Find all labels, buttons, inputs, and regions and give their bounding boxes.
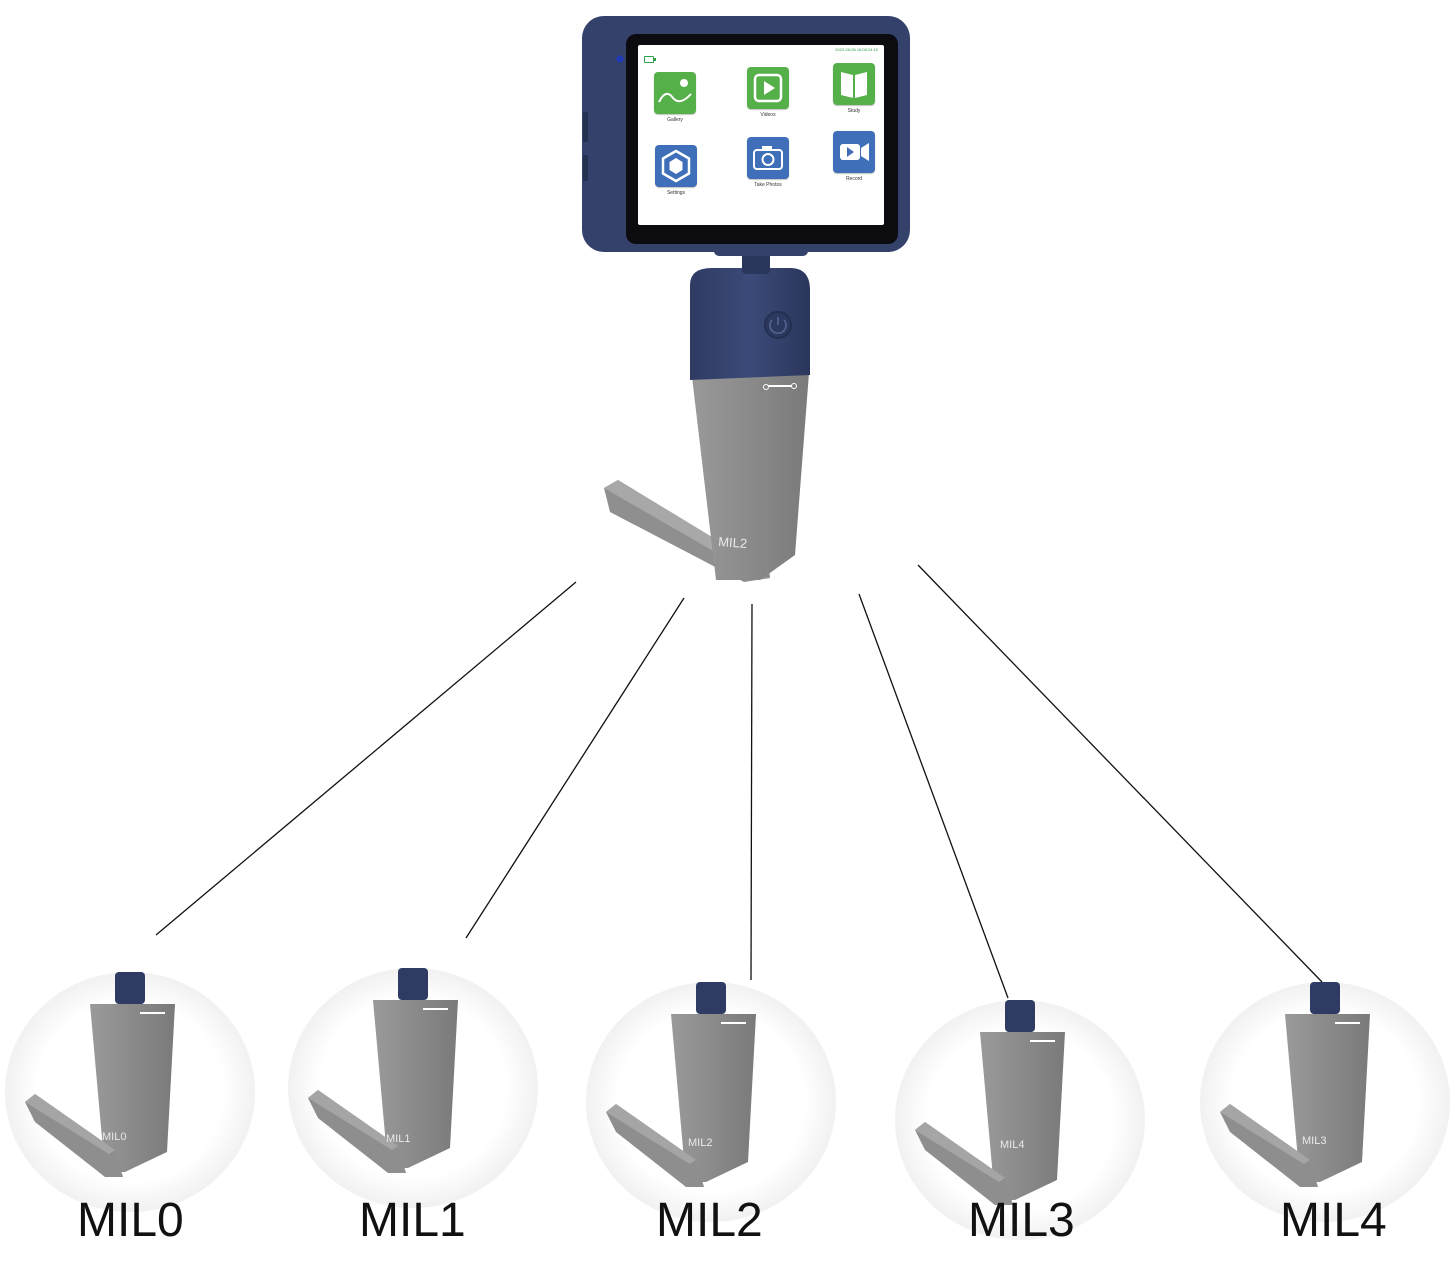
main-blade-handle: [690, 360, 810, 580]
app-videos[interactable]: Videos: [738, 67, 798, 118]
connector-line-mil0: [155, 581, 577, 936]
app-label: Settings: [666, 190, 686, 196]
camera-icon: [747, 137, 789, 179]
blade-marking: MIL1: [386, 1133, 410, 1145]
connector-lines: [155, 564, 1323, 999]
app-take-photos[interactable]: Take Photos: [738, 137, 798, 188]
connector-line-mil3: [858, 593, 1009, 999]
power-icon: [769, 317, 787, 335]
connector-line-mil4: [917, 564, 1323, 983]
blade-label-mil3: MIL3: [968, 1194, 1075, 1247]
app-label: Study: [847, 108, 861, 114]
side-button[interactable]: [583, 155, 588, 181]
status-bar: 2022-06-06 18:08:24:10: [638, 45, 884, 63]
connector-line-mil1: [465, 597, 685, 939]
blade-marking: MIL3: [1302, 1135, 1326, 1147]
indicator-light: [616, 55, 624, 63]
blade-marking: MIL0: [102, 1131, 126, 1143]
blade-label-mil0: MIL0: [77, 1194, 184, 1247]
blade-marking: MIL2: [688, 1137, 712, 1149]
app-label: Gallery: [667, 117, 683, 123]
side-button[interactable]: [583, 112, 588, 142]
book-icon: [833, 63, 875, 105]
blade-mil2: MIL2: [586, 982, 836, 1222]
device-screen: 2022-06-06 18:08:24:10 Gallery Videos: [638, 45, 884, 225]
main-handle-top: [690, 268, 810, 380]
app-settings[interactable]: Settings: [646, 145, 706, 196]
app-gallery[interactable]: Gallery: [645, 72, 705, 123]
app-label: Record: [845, 176, 863, 182]
lock-unlock-icon: [763, 383, 797, 390]
main-blade-marking: MIL2: [718, 534, 748, 551]
hexagon-settings-icon: [655, 145, 697, 187]
battery-icon: [644, 56, 656, 63]
blade-label-mil1: MIL1: [359, 1194, 466, 1247]
blade-mil4: MIL3: [1200, 982, 1450, 1222]
blade-label-mil4: MIL4: [1280, 1194, 1387, 1247]
blade-mil0: MIL0: [5, 972, 255, 1212]
app-label: Videos: [760, 112, 776, 118]
blade-mil1: MIL1: [288, 968, 538, 1208]
blade-mil3: MIL4: [895, 1000, 1145, 1240]
blade-marking: MIL4: [1000, 1139, 1024, 1151]
video-camera-icon: [833, 131, 875, 173]
play-icon: [747, 67, 789, 109]
app-label: Take Photos: [754, 182, 782, 188]
blade-label-mil2: MIL2: [656, 1194, 763, 1247]
connector-line-mil2: [750, 603, 753, 981]
gallery-icon: [654, 72, 696, 114]
app-study[interactable]: Study: [824, 63, 884, 114]
app-record[interactable]: Record: [824, 131, 884, 182]
datetime-readout: 2022-06-06 18:08:24:10: [835, 47, 878, 52]
